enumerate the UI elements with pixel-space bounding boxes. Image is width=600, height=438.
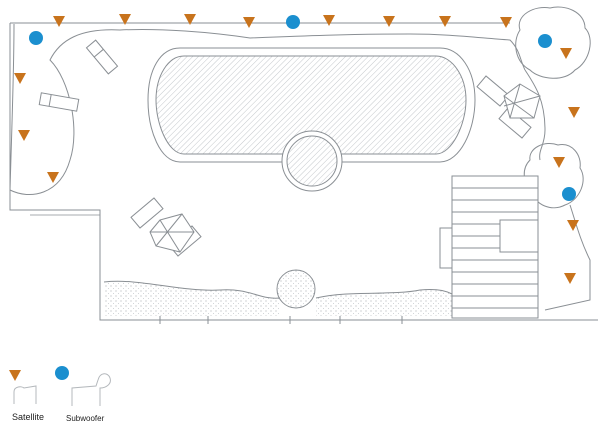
satellite-triangle-icon — [243, 17, 255, 28]
garden-border — [9, 23, 526, 196]
legend — [9, 366, 111, 406]
deck — [439, 175, 539, 319]
satellite-triangle-icon — [47, 172, 59, 183]
pool — [147, 47, 476, 192]
gravel-bed — [103, 269, 453, 316]
lounge-chair-left — [38, 92, 80, 112]
satellite-triangle-icon — [14, 73, 26, 84]
fence-bottom — [100, 316, 598, 324]
right-bed-border — [524, 69, 591, 311]
satellite-triangle-icon — [184, 14, 196, 25]
tree-top-right — [515, 6, 591, 79]
satellite-triangle-icon — [564, 273, 576, 284]
satellite-triangle-icon — [323, 15, 335, 26]
legend-satellite-label: Satellite — [12, 412, 45, 422]
satellite-triangle-icon — [439, 16, 451, 27]
patio-set-right — [476, 75, 541, 139]
satellite-triangle-icon — [553, 157, 565, 168]
satellite-triangle-icon — [568, 107, 580, 118]
subwoofer-circle-icon — [286, 15, 300, 29]
legend-subwoofer-label: Subwoofer — [66, 414, 105, 423]
subwoofer-speakers — [29, 15, 576, 201]
legend-satellite-icon — [9, 370, 21, 381]
lounge-chair-top-left — [85, 39, 119, 75]
satellite-triangle-icon — [18, 130, 30, 141]
satellite-speakers — [14, 14, 580, 284]
patio-set-left — [130, 197, 202, 257]
satellite-triangle-icon — [560, 48, 572, 59]
subwoofer-circle-icon — [29, 31, 43, 45]
subwoofer-circle-icon — [562, 187, 576, 201]
satellite-triangle-icon — [53, 16, 65, 27]
satellite-triangle-icon — [119, 14, 131, 25]
satellite-triangle-icon — [383, 16, 395, 27]
legend-subwoofer-icon — [55, 366, 69, 380]
subwoofer-circle-icon — [538, 34, 552, 48]
satellite-triangle-icon — [567, 220, 579, 231]
satellite-triangle-icon — [500, 17, 512, 28]
